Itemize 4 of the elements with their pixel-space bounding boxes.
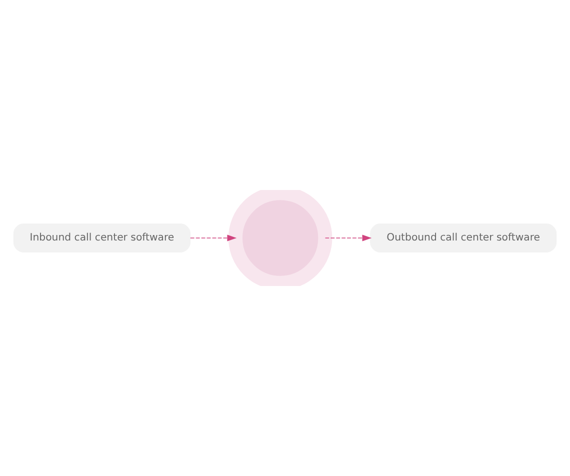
- node-box: Inbound call center software: [13, 224, 191, 252]
- node-box: Outbound call center software: [370, 224, 557, 252]
- arrow: [324, 234, 372, 242]
- arrow: [190, 234, 237, 242]
